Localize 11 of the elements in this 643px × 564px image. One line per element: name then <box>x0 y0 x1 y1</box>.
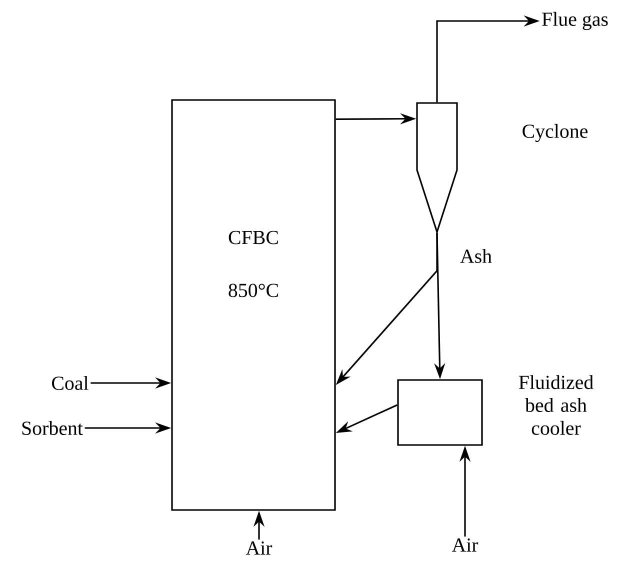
cyclone-drawing <box>416 102 458 235</box>
stream-label: Coal <box>52 376 88 390</box>
stream-label: Air <box>246 541 272 555</box>
stream-label: Sorbent <box>22 420 83 435</box>
stream-label: Flue gas <box>542 12 608 30</box>
process-box: CFBC 850°C <box>171 99 336 511</box>
stream-label: Ash <box>460 248 492 263</box>
cooler-box <box>397 379 483 446</box>
equipment-label: Fluidized bed ash cooler <box>518 375 594 435</box>
equipment-label: Cyclone <box>522 124 588 142</box>
stream-label: Air <box>452 538 478 552</box>
